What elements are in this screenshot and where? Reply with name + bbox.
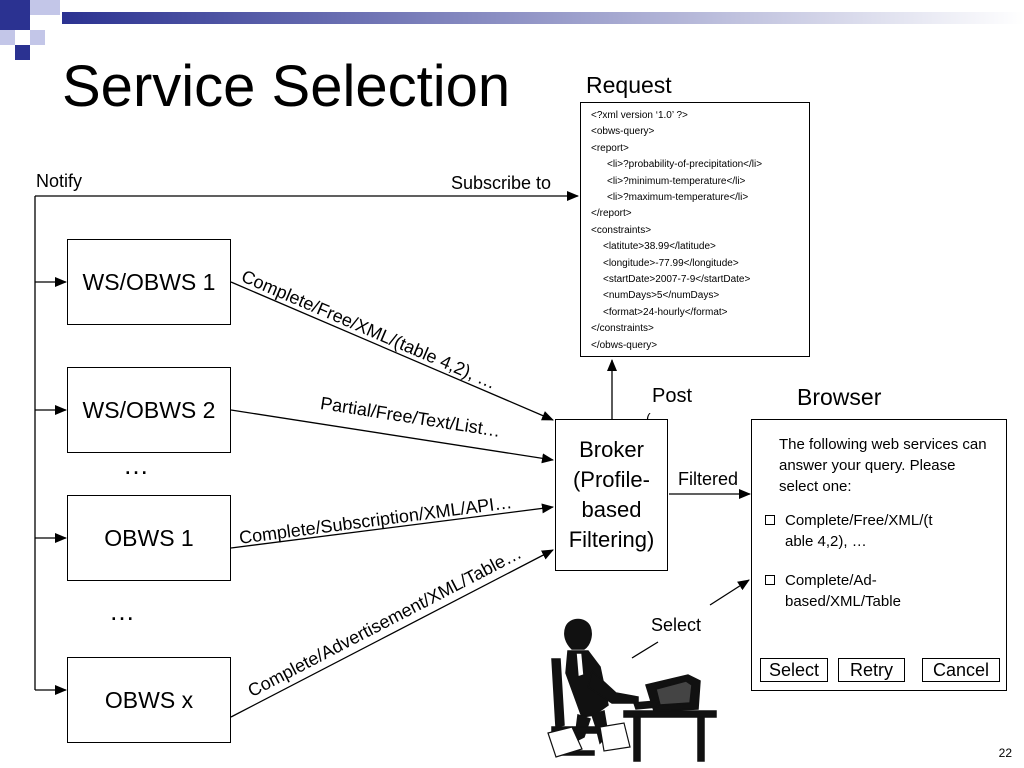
post-label: Post — [652, 385, 693, 407]
service-box-ws-obws-2: WS/OBWS 2 — [67, 367, 231, 453]
browser-intro-text: The following web services can answer yo… — [779, 436, 987, 495]
xml-line: <li>?probability-of-precipitation</li> — [607, 159, 763, 171]
browser-title: Browser — [797, 384, 882, 410]
service-link-arrow — [230, 503, 554, 549]
filtered-label: Filtered — [678, 469, 739, 489]
deco-square — [0, 30, 15, 45]
notify-label: Notify — [36, 171, 83, 191]
xml-line: <li>?minimum-temperature</li> — [607, 175, 746, 187]
xml-line: </constraints> — [591, 323, 654, 335]
select-label: Select — [651, 615, 702, 635]
deco-square — [30, 0, 60, 15]
deco-square — [0, 0, 30, 30]
broker-line: (Profile- — [572, 467, 650, 492]
select-line — [631, 641, 659, 659]
request-label: Request — [586, 72, 672, 98]
xml-line: <constraints> — [591, 224, 652, 236]
select-button[interactable]: Select — [760, 658, 828, 682]
xml-line: <numDays>5</numDays> — [603, 290, 720, 302]
cancel-button[interactable]: Cancel — [922, 658, 1000, 682]
service-link-arrow — [230, 409, 554, 464]
browser-option[interactable]: Complete/Free/XML/(t able 4,2), … — [765, 510, 965, 552]
ellipsis: … — [109, 596, 135, 626]
xml-line: <startDate>2007-7-9</startDate> — [603, 274, 751, 286]
xml-line: <format>24-hourly</format> — [603, 306, 728, 318]
xml-line: <latitute>38.99</latitude> — [603, 241, 716, 253]
post-mark: ( — [646, 410, 651, 426]
option-label: Complete/Ad-based/XML/Table — [785, 572, 901, 610]
browser-option[interactable]: Complete/Ad-based/XML/Table — [765, 570, 935, 612]
option-checkbox[interactable] — [765, 515, 775, 525]
retry-button[interactable]: Retry — [838, 658, 905, 682]
broker-line: Filtering) — [568, 527, 655, 552]
option-checkbox[interactable] — [765, 575, 775, 585]
slide-number: 22 — [998, 746, 1012, 760]
subscribe-label: Subscribe to — [451, 173, 552, 193]
xml-line: </report> — [591, 208, 632, 220]
broker-line: Broker — [579, 437, 644, 462]
service-link-arrow — [230, 549, 554, 718]
xml-line: <longitude>-77.99</longitude> — [603, 257, 739, 269]
broker-box: Broker (Profile- based Filtering) — [555, 419, 668, 571]
service-link-arrow — [230, 281, 554, 421]
xml-line: <obws-query> — [591, 126, 655, 138]
slide-title: Service Selection — [62, 54, 511, 119]
xml-line: </obws-query> — [591, 339, 658, 351]
browser-panel: The following web services can answer yo… — [751, 419, 1007, 691]
broker-line: based — [581, 497, 642, 522]
deco-square — [15, 45, 30, 60]
service-box-ws-obws-1: WS/OBWS 1 — [67, 239, 231, 325]
xml-line: <report> — [591, 142, 629, 154]
request-xml-box: <?xml version ‘1.0’ ?> <obws-query> <rep… — [580, 102, 810, 357]
service-box-obws-x: OBWS x — [67, 657, 231, 743]
ellipsis: … — [123, 450, 149, 480]
select-arrow — [709, 579, 750, 606]
xml-line: <?xml version ‘1.0’ ?> — [591, 110, 688, 121]
user-at-computer-icon — [547, 618, 717, 762]
option-label: Complete/Free/XML/(t able 4,2), … — [785, 512, 933, 550]
xml-line: <li>?maximum-temperature</li> — [607, 192, 749, 204]
service-box-obws-1: OBWS 1 — [67, 495, 231, 581]
deco-square — [30, 30, 45, 45]
slide-decoration — [0, 0, 1024, 60]
deco-gradient-bar — [62, 12, 1024, 24]
